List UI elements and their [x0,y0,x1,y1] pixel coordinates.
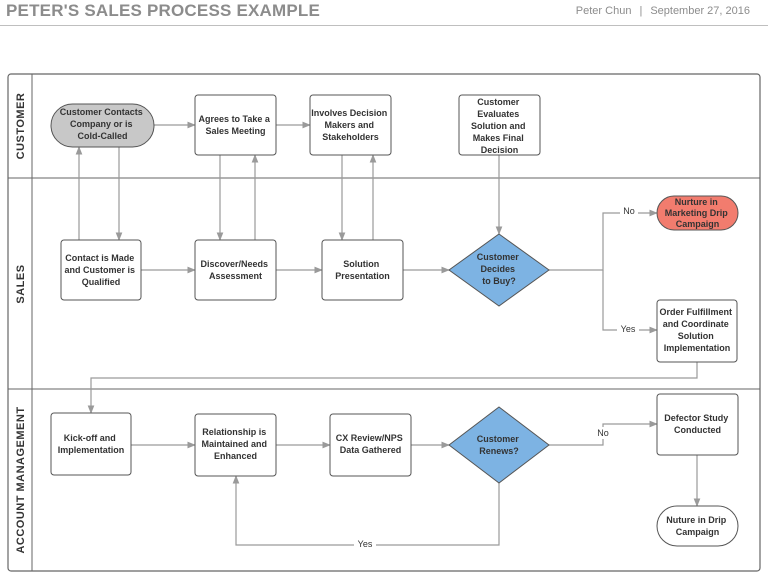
node-label-customer-contacts: Customer Contacts Company or is Cold-Cal… [60,107,146,141]
node-solution-presentation [321,239,404,301]
edge-label-renew-yes: Yes [358,539,373,549]
node-labels: Customer Contacts Company or is Cold-Cal… [58,97,734,537]
edge-label-renew-no: No [597,428,609,438]
edge-label-bg [354,538,376,550]
node-label-customer-renews: Customer Renews? [477,434,522,456]
edge-label-bg [620,205,638,217]
node-nurture-marketing [656,195,739,231]
node-customer-decides [448,233,550,307]
node-label-discover-needs: Discover/Needs Assessment [200,259,270,281]
node-order-fulfillment [656,299,738,363]
edge-label-bg [617,323,639,335]
node-cx-review [329,413,412,477]
node-label-solution-presentation: Solution Presentation [335,259,390,281]
node-discover-needs [194,239,277,301]
node-label-cx-review: CX Review/NPS Data Gathered [336,433,406,455]
flow-nodes [50,94,739,547]
node-label-contact-made: Contact is Made and Customer is Qualifie… [64,253,137,287]
edge-label-buy-yes: Yes [621,324,636,334]
lane-label-customer: CUSTOMER [15,93,27,160]
edge-order-to-kickoff [87,362,698,414]
node-defector-study [656,393,739,456]
node-customer-contacts [50,103,155,148]
page-meta: Peter Chun | September 27, 2016 [576,5,750,17]
node-customer-renews [448,406,550,484]
edge-label-buy-no: No [623,206,635,216]
author-name: Peter Chun [575,5,632,17]
node-contact-made [60,239,142,301]
meta-separator: | [639,5,643,17]
node-label-customer-evaluates: Customer Evaluates Solution and Makes Fi… [471,97,528,155]
node-label-defector-study: Defector Study Conducted [664,413,731,435]
page-title: PETER'S SALES PROCESS EXAMPLE [6,1,321,20]
node-label-agrees-meeting: Agrees to Take a Sales Meeting [199,114,273,136]
node-label-customer-decides: Customer Decides to Buy? [477,252,522,286]
header-divider [0,25,768,26]
node-label-kickoff: Kick-off and Implementation [58,433,125,455]
node-label-nurture-marketing: Nurture in Marketing Drip Campaign [665,197,731,229]
lane-label-account-management: ACCOUNT MANAGEMENT [15,406,27,553]
page-header: PETER'S SALES PROCESS EXAMPLE Peter Chun… [0,0,768,26]
node-label-order-fulfillment: Order Fulfillment and Coordinate Solutio… [659,307,734,353]
node-kickoff [50,412,132,476]
node-label-involves-decision: Involves Decision Makers and Stakeholder… [311,108,390,142]
node-label-relationship: Relationship is Maintained and Enhanced [201,427,269,461]
node-customer-evaluates [458,94,541,156]
document-date: September 27, 2016 [650,5,750,17]
edge-label-bg [594,427,612,439]
node-label-nurture-drip: Nuture in Drip Campaign [666,515,729,537]
node-agrees-meeting [194,94,277,156]
node-involves-decision [309,94,392,156]
lane-label-sales: SALES [15,264,27,303]
node-nurture-drip [656,505,739,547]
edge-labels: No Yes No Yes [354,205,639,550]
node-relationship [194,413,277,477]
